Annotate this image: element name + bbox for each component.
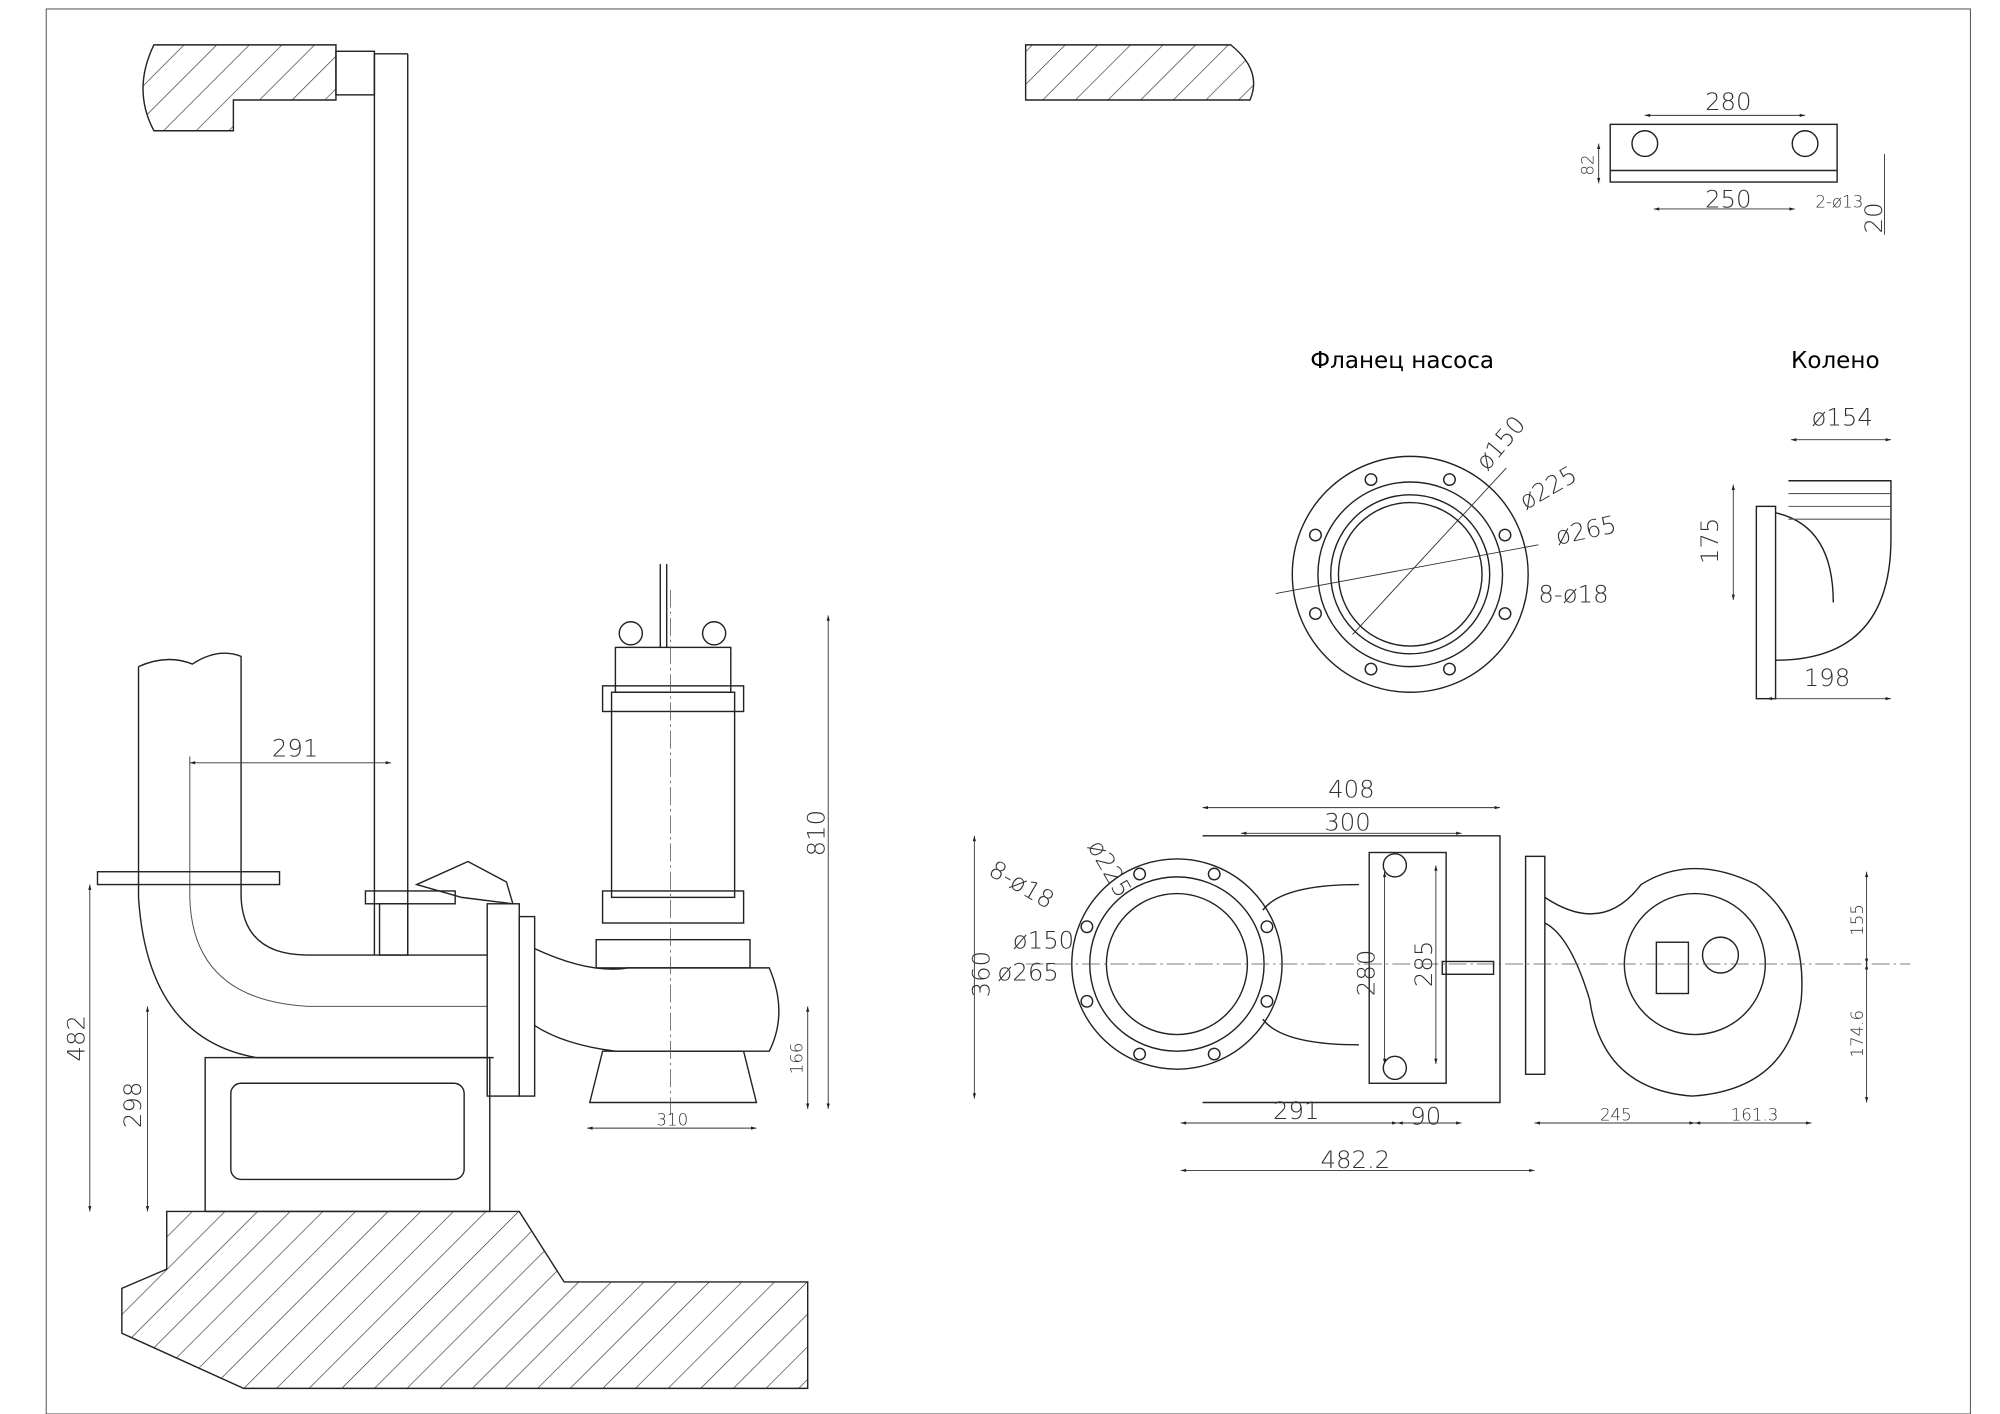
dim-label: ø265 [1553,510,1619,551]
dim-label: 300 [1324,808,1370,837]
dim-label: 291 [272,733,318,762]
bolt-hole [1207,867,1221,881]
dim-label: 280 [1705,87,1751,116]
dim-label: 90 [1410,1101,1441,1130]
dim-label: 161.3 [1731,1105,1779,1124]
dim-label: ø265 [997,958,1058,987]
dim-label: 408 [1328,774,1374,803]
dim-label: 2-ø13 [1815,193,1863,212]
dim-label: ø225 [1082,835,1138,903]
elevation-view [96,50,780,1213]
sheet-border [45,8,1971,1414]
dim-label: 298 [118,1082,147,1128]
bolt-hole [1260,920,1274,934]
elbow-title: Колено [1791,348,1880,374]
dim-label: 82 [1579,154,1598,175]
dim-label: 166 [788,1042,807,1074]
dim-label: 285 [1409,941,1438,987]
dim-label: 810 [801,810,830,856]
bolt-hole [1309,607,1322,621]
dim-label: 20 [1859,202,1888,233]
bolt-hole [1498,607,1512,621]
dim-label: 310 [656,1111,688,1130]
dim-label: 175 [1695,518,1724,564]
pump-flange-view [1275,455,1539,693]
bolt-hole [1080,994,1094,1008]
bolt-hole [1133,867,1147,881]
dim-label: 280 [1351,950,1380,996]
dim-label: 245 [1600,1105,1632,1124]
dim-label: 482.2 [1320,1145,1390,1174]
dim-label: ø150 [1013,926,1074,955]
dim-label: 174.6 [1848,1010,1867,1058]
dim-label: 482 [62,1015,91,1061]
dim-label: 8-ø18 [984,854,1059,914]
bolt-hole [1133,1047,1147,1061]
pump-motor [610,691,736,899]
dim-label: ø225 [1514,460,1582,516]
dim-label: ø150 [1470,410,1532,476]
dim-label: 155 [1848,904,1867,936]
bolt-hole [1080,920,1094,934]
dim-label: 291 [1273,1096,1319,1125]
dim-label: ø154 [1811,403,1872,432]
floor-section [121,1210,809,1390]
bolt-hole [1207,1047,1221,1061]
dim-label: 8-ø18 [1538,580,1608,609]
dim-label: 198 [1804,663,1850,692]
ceiling-section-middle [1024,44,1255,101]
bolt-hole [1364,662,1378,676]
dim-label: 250 [1705,185,1751,214]
dim-label: 360 [967,951,996,997]
bolt-hole [1309,528,1322,542]
bolt-hole [1498,528,1512,542]
bolt-hole [1442,473,1456,487]
elbow-view [1755,480,1892,700]
bolt-hole [1364,473,1378,487]
bolt-hole [1260,994,1274,1008]
pump-flange-title: Фланец насоса [1310,348,1494,374]
bolt-hole [1442,662,1456,676]
plan-view [1025,835,1911,1104]
bracket-view [1609,123,1838,183]
ceiling-section-left [142,44,337,132]
dimension-lines [88,113,1891,1212]
